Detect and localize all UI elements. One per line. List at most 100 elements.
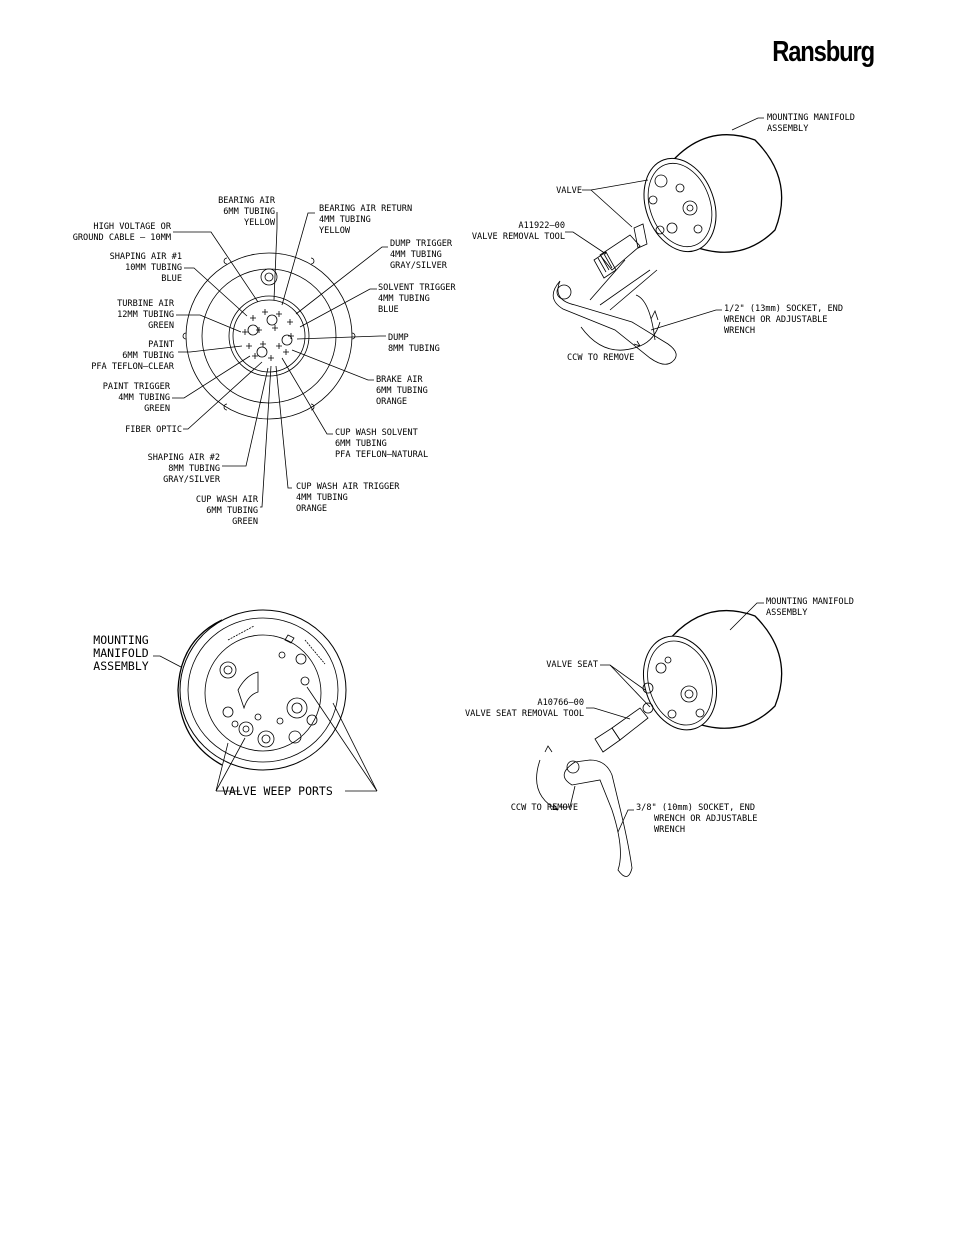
label-ccw-bottom: CCW TO REMOVE <box>511 803 578 813</box>
label-cup-wash-solvent-l3: PFA TEFLON—NATURAL <box>335 450 428 460</box>
label-valve-seat: VALVE SEAT <box>546 660 598 670</box>
label-seat-tool-part: A10766—00 <box>537 698 584 708</box>
label-paint-trigger-l2: 4MM TUBING <box>118 393 170 403</box>
label-shaping-air-2-l2: 8MM TUBING <box>168 464 220 474</box>
label-wrench-bottom-l3: WRENCH <box>654 825 685 835</box>
label-bearing-air-l3: YELLOW <box>244 218 276 228</box>
label-dump-trigger-l3: GRAY/SILVER <box>390 261 448 271</box>
svg-text:CCW TO REMOVE: CCW TO REMOVE <box>511 803 578 813</box>
label-fiber-optic: FIBER OPTIC <box>125 425 182 435</box>
label-valve-tool-name: VALVE REMOVAL TOOL <box>472 232 565 242</box>
label-manifold-br-l2: ASSEMBLY <box>766 608 808 618</box>
label-solvent-trigger-l2: 4MM TUBING <box>378 294 430 304</box>
label-turbine-air-l1: TURBINE AIR <box>117 299 175 309</box>
label-cup-wash-solvent-l1: CUP WASH SOLVENT <box>335 428 418 438</box>
label-cup-wash-air-l1: CUP WASH AIR <box>196 495 259 505</box>
label-paint-trigger-l1: PAINT TRIGGER <box>103 382 171 392</box>
label-paint-l1: PAINT <box>148 340 174 350</box>
brand-logo: Ransburg <box>772 36 875 68</box>
label-high-voltage-l2: GROUND CABLE — 10MM <box>73 233 171 243</box>
label-wrench-bottom-l1: 3/8" (10mm) SOCKET, END <box>636 803 755 813</box>
label-shaping-air-2-l3: GRAY/SILVER <box>163 475 221 485</box>
label-solvent-trigger-l1: SOLVENT TRIGGER <box>378 283 456 293</box>
label-dump-l2: 8MM TUBING <box>388 344 440 354</box>
svg-text:FIBER OPTIC: FIBER OPTIC <box>125 425 182 435</box>
label-turbine-air-l3: GREEN <box>148 321 174 331</box>
label-turbine-air-l2: 12MM TUBING <box>117 310 174 320</box>
svg-text:CCW TO REMOVE: CCW TO REMOVE <box>567 353 634 363</box>
label-shaping-air-1-l2: 10MM TUBING <box>125 263 182 273</box>
label-bearing-air-l1: BEARING AIR <box>218 196 276 206</box>
svg-text:VALVE SEAT: VALVE SEAT <box>546 660 598 670</box>
label-wrench-top-l1: 1/2" (13mm) SOCKET, END <box>724 304 843 314</box>
label-cup-wash-air-trigger-l2: 4MM TUBING <box>296 493 348 503</box>
label-solvent-trigger-l3: BLUE <box>378 305 399 315</box>
label-wrench-top-l3: WRENCH <box>724 326 755 336</box>
label-cup-wash-solvent-l2: 6MM TUBING <box>335 439 387 449</box>
svg-text:VALVE WEEP PORTS: VALVE WEEP PORTS <box>222 784 333 798</box>
label-wrench-top-l2: WRENCH OR ADJUSTABLE <box>724 315 827 325</box>
label-bearing-air-return-l2: 4MM TUBING <box>319 215 371 225</box>
label-bearing-air-return-l3: YELLOW <box>319 226 351 236</box>
label-valve-tool-part: A11922—00 <box>518 221 565 231</box>
label-cup-wash-air-trigger-l1: CUP WASH AIR TRIGGER <box>296 482 400 492</box>
label-high-voltage-l1: HIGH VOLTAGE OR <box>93 222 171 232</box>
label-brake-air-l1: BRAKE AIR <box>376 375 423 385</box>
label-valve: VALVE <box>556 186 582 196</box>
label-cup-wash-air-l2: 6MM TUBING <box>206 506 258 516</box>
label-dump-l1: DUMP <box>388 333 409 343</box>
label-brake-air-l3: ORANGE <box>376 397 407 407</box>
label-manifold-top-l2: ASSEMBLY <box>767 124 809 134</box>
label-seat-tool-name: VALVE SEAT REMOVAL TOOL <box>465 709 584 719</box>
label-cup-wash-air-trigger-l3: ORANGE <box>296 504 327 514</box>
label-shaping-air-1-l3: BLUE <box>161 274 182 284</box>
label-paint-l3: PFA TEFLON—CLEAR <box>91 362 175 372</box>
label-manifold-bl-l3: ASSEMBLY <box>93 659 148 673</box>
label-dump-trigger-l1: DUMP TRIGGER <box>390 239 453 249</box>
label-paint-trigger-l3: GREEN <box>144 404 170 414</box>
label-wrench-bottom-l2: WRENCH OR ADJUSTABLE <box>654 814 757 824</box>
label-brake-air-l2: 6MM TUBING <box>376 386 428 396</box>
label-valve-weep-ports: VALVE WEEP PORTS <box>222 784 333 798</box>
label-manifold-bl-l2: MANIFOLD <box>93 646 148 660</box>
label-shaping-air-1-l1: SHAPING AIR #1 <box>110 252 182 262</box>
label-dump-trigger-l2: 4MM TUBING <box>390 250 442 260</box>
label-paint-l2: 6MM TUBING <box>122 351 174 361</box>
svg-text:VALVE: VALVE <box>556 186 582 196</box>
label-manifold-bl-l1: MOUNTING <box>93 633 148 647</box>
label-shaping-air-2-l1: SHAPING AIR #2 <box>148 453 220 463</box>
label-cup-wash-air-l3: GREEN <box>232 517 258 527</box>
label-bearing-air-return-l1: BEARING AIR RETURN <box>319 204 412 214</box>
label-ccw-top: CCW TO REMOVE <box>567 353 634 363</box>
label-manifold-top-l1: MOUNTING MANIFOLD <box>767 113 855 123</box>
label-bearing-air-l2: 6MM TUBING <box>223 207 275 217</box>
label-manifold-br-l1: MOUNTING MANIFOLD <box>766 597 854 607</box>
